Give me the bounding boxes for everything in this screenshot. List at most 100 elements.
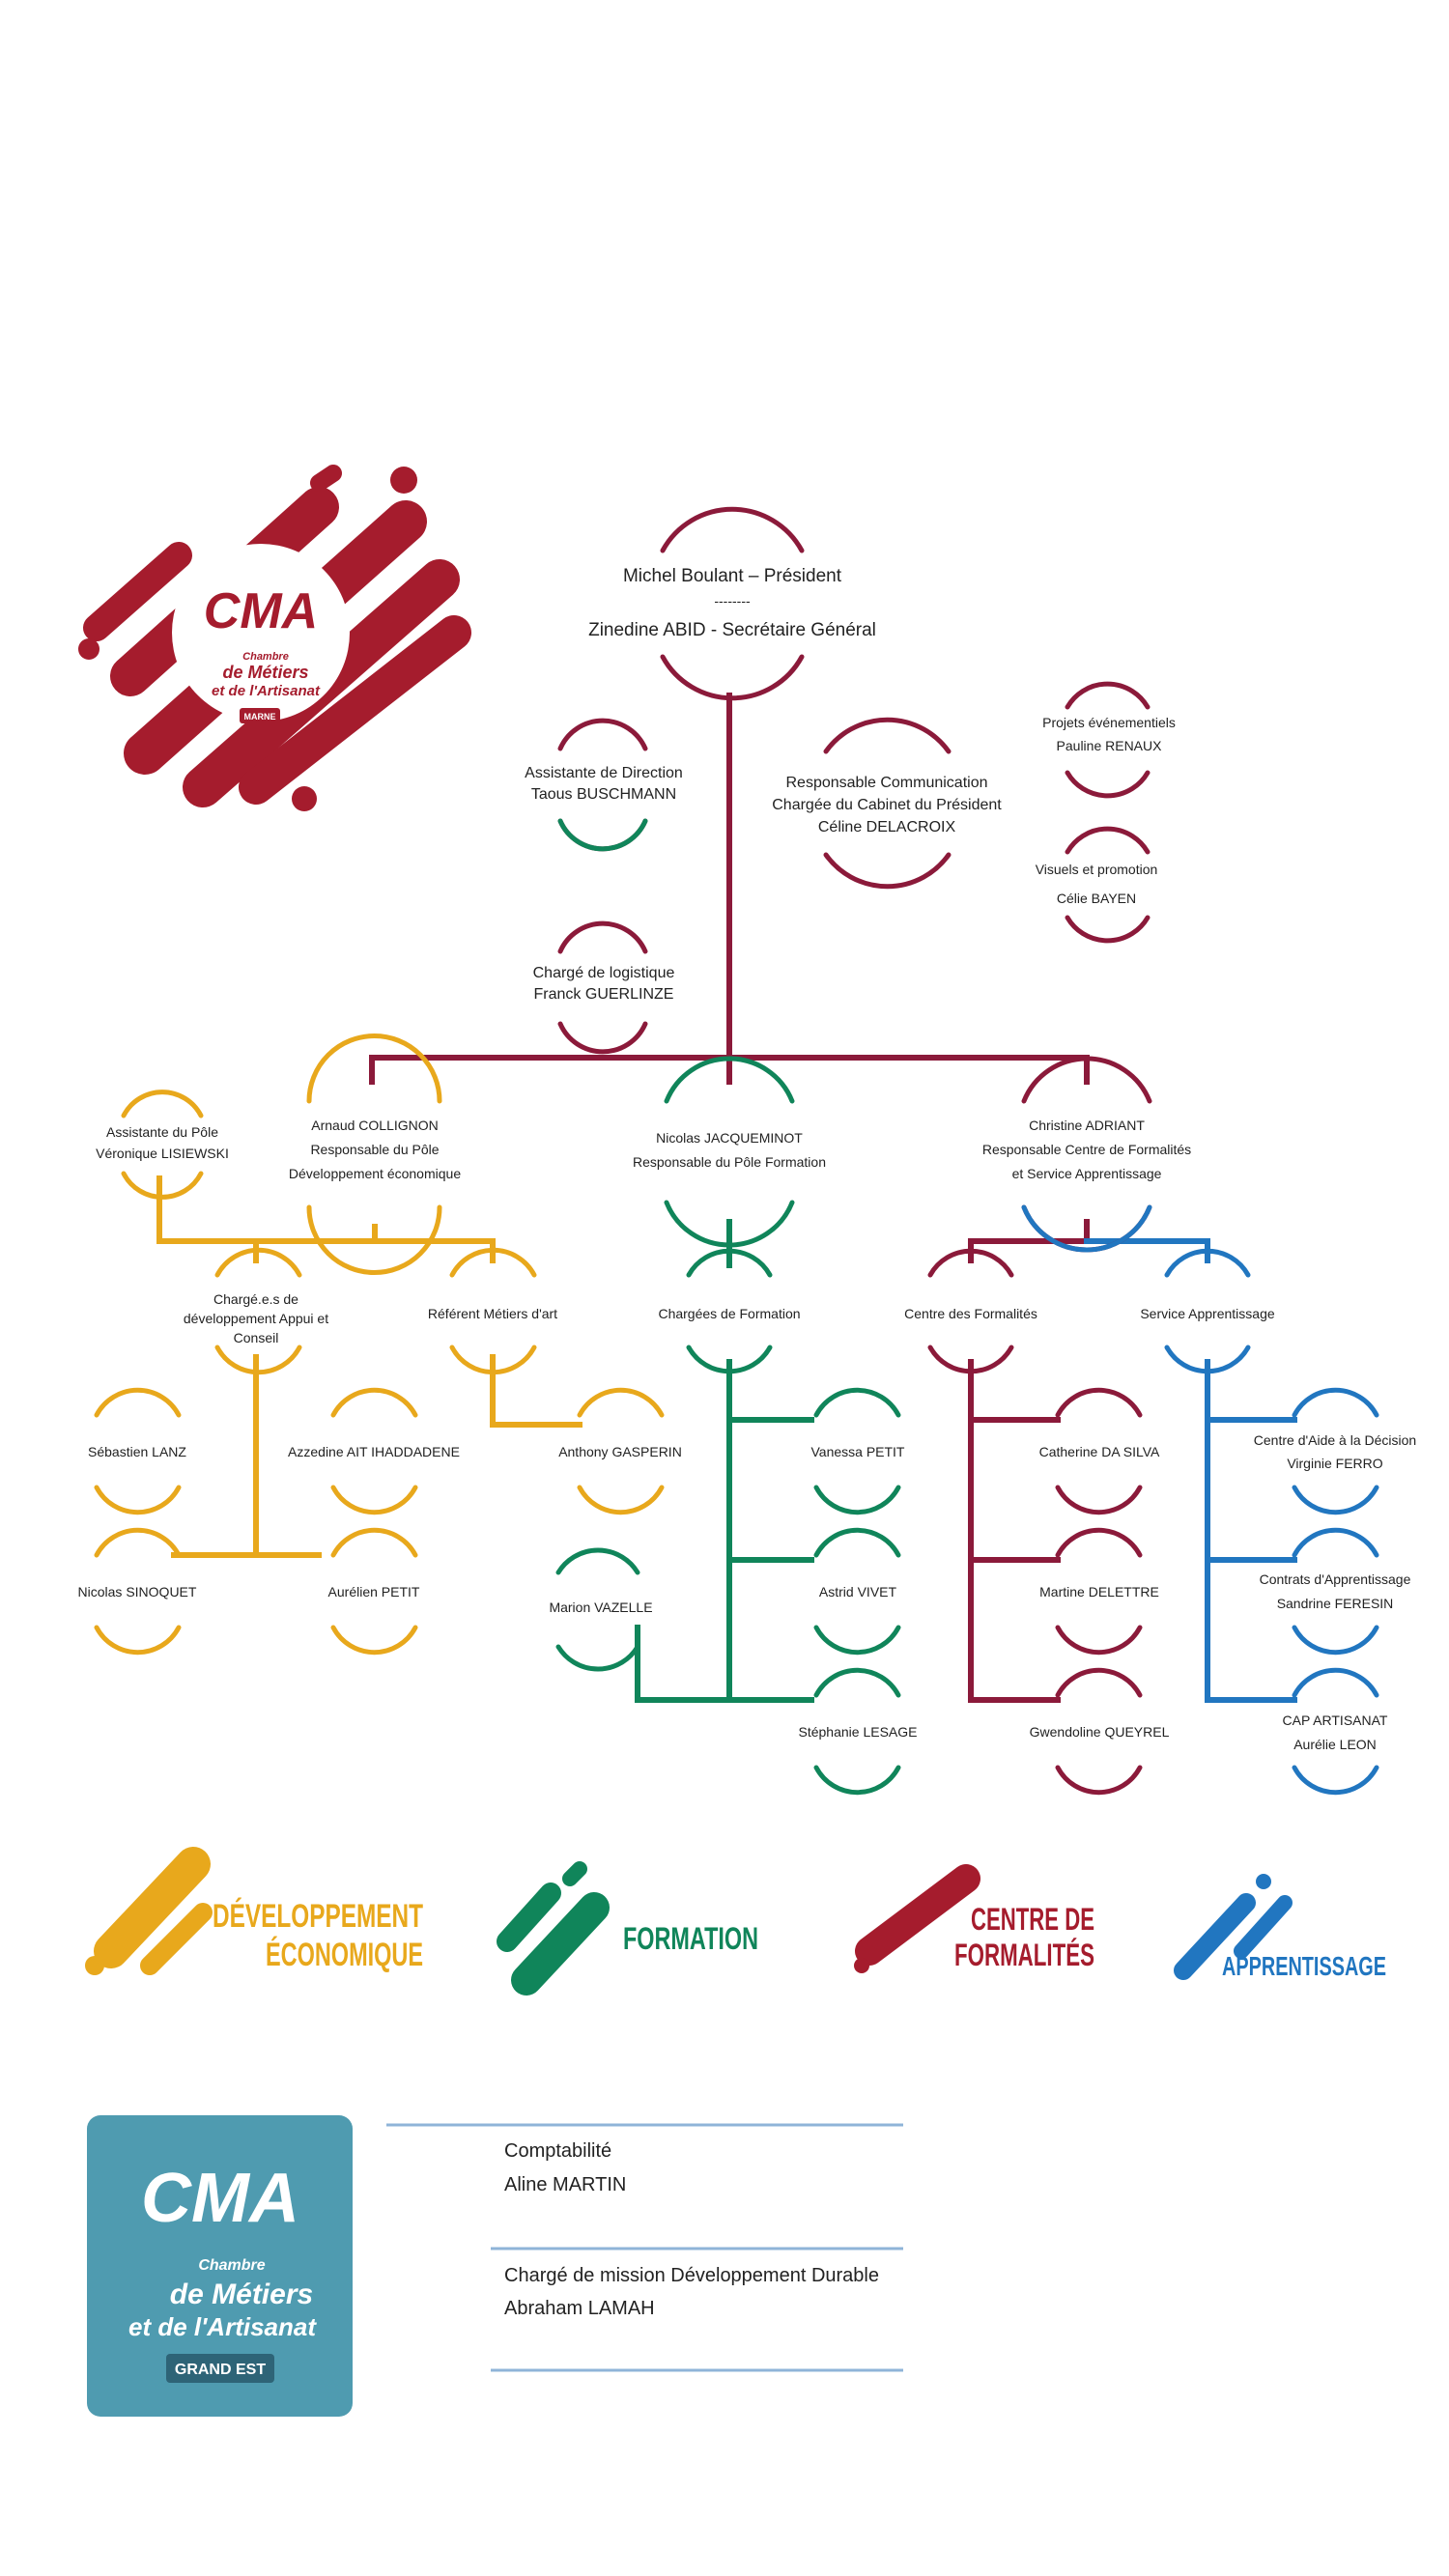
centre-group-node [927, 1248, 1014, 1374]
dev-eco-referent: Référent Métiers d'art [428, 1306, 557, 1321]
apprentissage-a3-node [1292, 1667, 1379, 1796]
cma-ge-logo-line1: Chambre [198, 2257, 265, 2274]
formation-group-node [686, 1248, 773, 1374]
dev-eco-charges-connector [171, 1354, 322, 1558]
mission-role: Chargé de mission Développement Durable [504, 2265, 879, 2286]
cma-ge-logo-mark: CMA [141, 2160, 299, 2237]
dev-eco-p5-node [577, 1387, 665, 1515]
events-name: Pauline RENAUX [1057, 738, 1163, 753]
dev-eco-p5-name: Anthony GASPERIN [558, 1444, 682, 1459]
centre-p2-name: Martine DELETTRE [1039, 1584, 1159, 1599]
dev-eco-head-node [306, 1033, 442, 1275]
compta-name: Aline MARTIN [504, 2174, 626, 2195]
footer-contacts: Comptabilité Aline MARTIN Chargé de miss… [386, 2123, 903, 2372]
legend-centre: CENTRE DE FORMALITÉS [854, 1864, 1094, 1973]
cma-ge-logo-line2: de Métiers [170, 2279, 313, 2310]
dev-eco-p4-node [330, 1527, 418, 1656]
centre-staff-connector [968, 1359, 1061, 1703]
dev-eco-p3-name: Nicolas SINOQUET [78, 1584, 197, 1599]
formation-head-node [664, 1056, 795, 1248]
dev-eco-p2-name: Azzedine AIT IHADDADENE [288, 1444, 460, 1459]
header-labels: Michel Boulant – Président -------- Zine… [588, 566, 876, 640]
apprentissage-staff-connector [1205, 1359, 1297, 1703]
apprentissage-a2-role: Contrats d'Apprentissage [1260, 1571, 1411, 1587]
apprentissage-labels: Service Apprentissage Centre d'Aide à la… [1140, 1306, 1416, 1752]
direction-labels: Assistante de Direction Taous BUSCHMANN … [525, 715, 1176, 1003]
legend-apprentissage-label: APPRENTISSAGE [1222, 1951, 1386, 1981]
dev-eco-charges-line3: Conseil [234, 1330, 279, 1345]
centre-p1-node [1055, 1387, 1143, 1515]
legend-formation-label: FORMATION [623, 1921, 758, 1956]
legend-centre-line2: FORMALITÉS [954, 1938, 1094, 1972]
formation-p4-node [555, 1547, 640, 1672]
dev-eco-p1-node [94, 1387, 182, 1515]
dev-eco-head-role2: Développement économique [289, 1166, 461, 1181]
cma-logo-mark: CMA [204, 583, 318, 639]
centre-p2-node [1055, 1527, 1143, 1656]
cma-logo-line3: et de l'Artisanat [212, 683, 321, 699]
assistante-direction-role: Assistante de Direction [525, 765, 683, 781]
apprentissage-a2-node [1292, 1527, 1379, 1656]
formation-head-role: Responsable du Pôle Formation [633, 1154, 826, 1170]
formation-head-name: Nicolas JACQUEMINOT [656, 1130, 803, 1146]
cma-ge-logo-badge: GRAND EST [175, 2362, 266, 2378]
communication-role: Responsable Communication [786, 775, 988, 791]
president-label: Michel Boulant – Président [623, 566, 842, 586]
dev-eco-assistante-name: Véronique LISIEWSKI [96, 1146, 229, 1161]
visuels-node [1065, 826, 1151, 944]
legend-dev-eco-line2: ÉCONOMIQUE [266, 1937, 423, 1973]
centre-head-name: Christine ADRIANT [1029, 1118, 1145, 1133]
events-role: Projets événementiels [1042, 715, 1176, 730]
dev-eco-head-name: Arnaud COLLIGNON [311, 1118, 439, 1133]
formation-labels: Nicolas JACQUEMINOT Responsable du Pôle … [549, 1130, 917, 1740]
president-node [660, 506, 805, 701]
cma-grand-est-logo: CMA Chambre de Métiers et de l'Artisanat… [87, 2115, 353, 2417]
legend-dev-eco-line1: DÉVELOPPEMENT [213, 1898, 423, 1935]
events-node [1065, 681, 1151, 799]
dev-eco-referent-node [449, 1247, 537, 1375]
dev-eco-p3-node [94, 1527, 182, 1656]
formation-connector [635, 1219, 814, 1703]
formation-p3-node [813, 1667, 901, 1796]
legend-formation: FORMATION [497, 1861, 758, 1996]
formation-p4-name: Marion VAZELLE [549, 1599, 652, 1615]
dev-eco-head-role: Responsable du Pôle [310, 1142, 439, 1157]
dev-eco-p4-name: Aurélien PETIT [328, 1584, 420, 1599]
legend-centre-line1: CENTRE DE [971, 1902, 1094, 1937]
logistique-node [557, 920, 648, 1055]
formation-p3-name: Stéphanie LESAGE [799, 1724, 918, 1740]
cma-logo-badge: MARNE [244, 712, 276, 722]
formation-p1-node [813, 1387, 901, 1515]
mission-name: Abraham LAMAH [504, 2298, 655, 2319]
dev-eco-charges-node [214, 1247, 302, 1375]
visuels-role: Visuels et promotion [1036, 862, 1158, 877]
centre-head-node-bottom [1021, 1204, 1152, 1253]
apprentissage-a3-name: Aurélie LEON [1293, 1737, 1377, 1752]
legend-apprentissage: APPRENTISSAGE [1174, 1874, 1386, 1981]
secretary-label: Zinedine ABID - Secrétaire Général [588, 620, 876, 640]
formation-p2-name: Astrid VIVET [819, 1584, 897, 1599]
president-separator: -------- [714, 593, 751, 609]
dev-eco-p1-name: Sébastien LANZ [88, 1444, 186, 1459]
centre-p3-node [1055, 1667, 1143, 1796]
apprentissage-a1-node [1292, 1387, 1379, 1515]
assistante-direction-node-bottom [557, 818, 648, 852]
visuels-name: Célie BAYEN [1057, 891, 1136, 906]
centre-labels: Christine ADRIANT Responsable Centre de … [904, 1118, 1191, 1740]
apprentissage-a1-name: Virginie FERRO [1287, 1456, 1382, 1471]
apprentissage-group-node [1164, 1248, 1251, 1374]
apprentissage-a3-role: CAP ARTISANAT [1283, 1713, 1388, 1728]
logistique-role: Chargé de logistique [533, 965, 675, 981]
apprentissage-a2-name: Sandrine FERESIN [1277, 1596, 1394, 1611]
dev-eco-charges-line2: développement Appui et [184, 1311, 328, 1326]
formation-group: Chargées de Formation [658, 1306, 800, 1321]
communication-node [823, 717, 952, 890]
dev-eco-assistante-role: Assistante du Pôle [106, 1124, 218, 1140]
apprentissage-connector [1084, 1238, 1210, 1263]
cma-logo-line2: de Métiers [222, 663, 308, 682]
legend-dev-eco: DÉVELOPPEMENT ÉCONOMIQUE [85, 1847, 423, 1975]
compta-role: Comptabilité [504, 2140, 611, 2162]
poles-branch-line [369, 1055, 1090, 1085]
communication-role2: Chargée du Cabinet du Président [772, 797, 1002, 813]
